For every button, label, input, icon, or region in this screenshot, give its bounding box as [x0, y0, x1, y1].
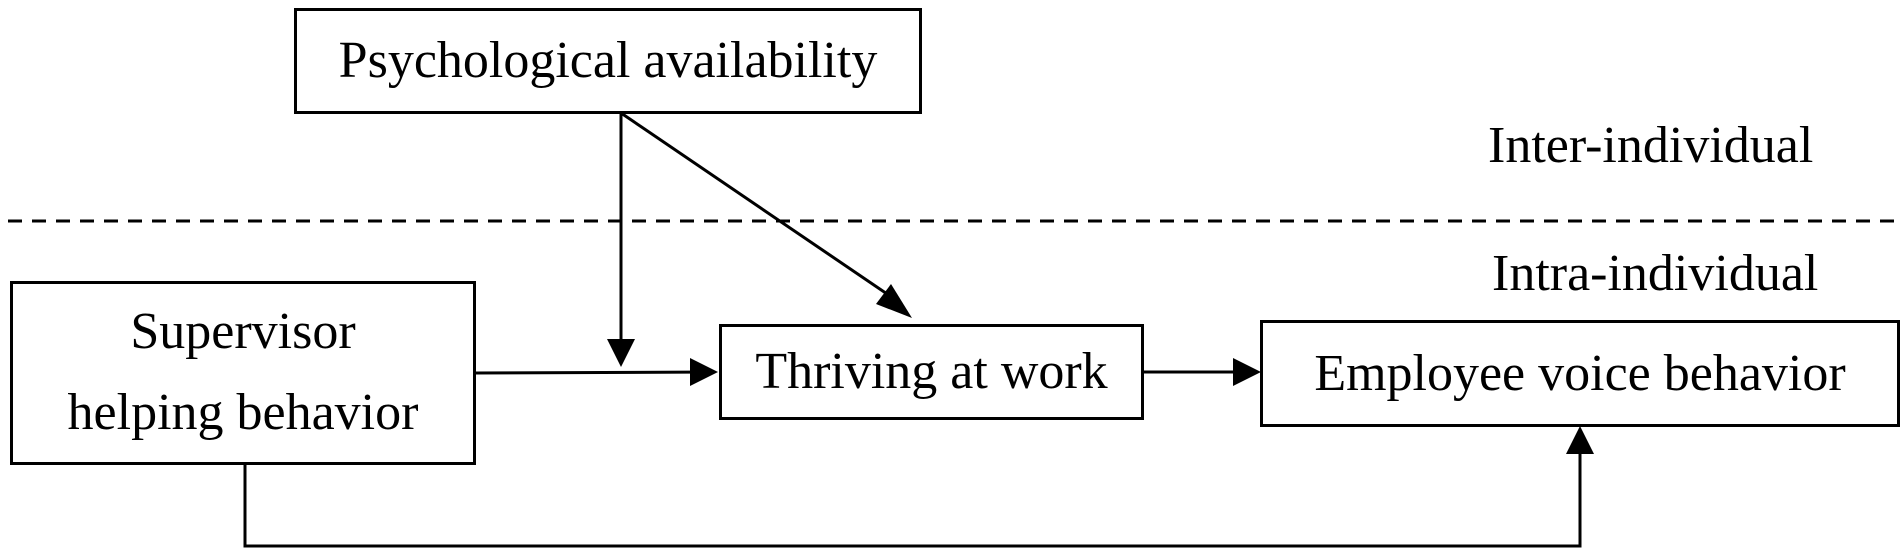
node-supervisor-helping-line2: helping behavior	[67, 384, 419, 441]
arrow-supervisor-to-voice	[243, 450, 1582, 548]
node-employee-voice-behavior-label: Employee voice behavior	[1314, 344, 1846, 402]
arrow-availability-to-thriving	[620, 111, 894, 300]
arrowhead-thriving-to-voice	[1233, 358, 1261, 386]
arrow-supervisor-to-thriving	[474, 370, 716, 375]
arrowhead-supervisor-to-thriving	[690, 358, 718, 386]
level-label-intra: Intra-individual	[1492, 245, 1819, 302]
node-thriving-at-work-label: Thriving at work	[755, 343, 1108, 401]
arrowhead-availability-to-thriving	[876, 284, 912, 318]
level-label-inter: Inter-individual	[1488, 117, 1814, 174]
node-supervisor-helping-line1: Supervisor	[130, 303, 356, 361]
node-employee-voice-behavior: Employee voice behavior	[1260, 320, 1900, 427]
node-supervisor-helping-behavior: Supervisor helping behavior	[10, 281, 476, 465]
arrowhead-moderation-path	[607, 339, 635, 367]
node-psychological-availability: Psychological availability	[294, 8, 922, 114]
node-psychological-availability-label: Psychological availability	[338, 32, 878, 90]
node-thriving-at-work: Thriving at work	[719, 324, 1144, 420]
arrowhead-supervisor-to-voice	[1566, 426, 1594, 454]
